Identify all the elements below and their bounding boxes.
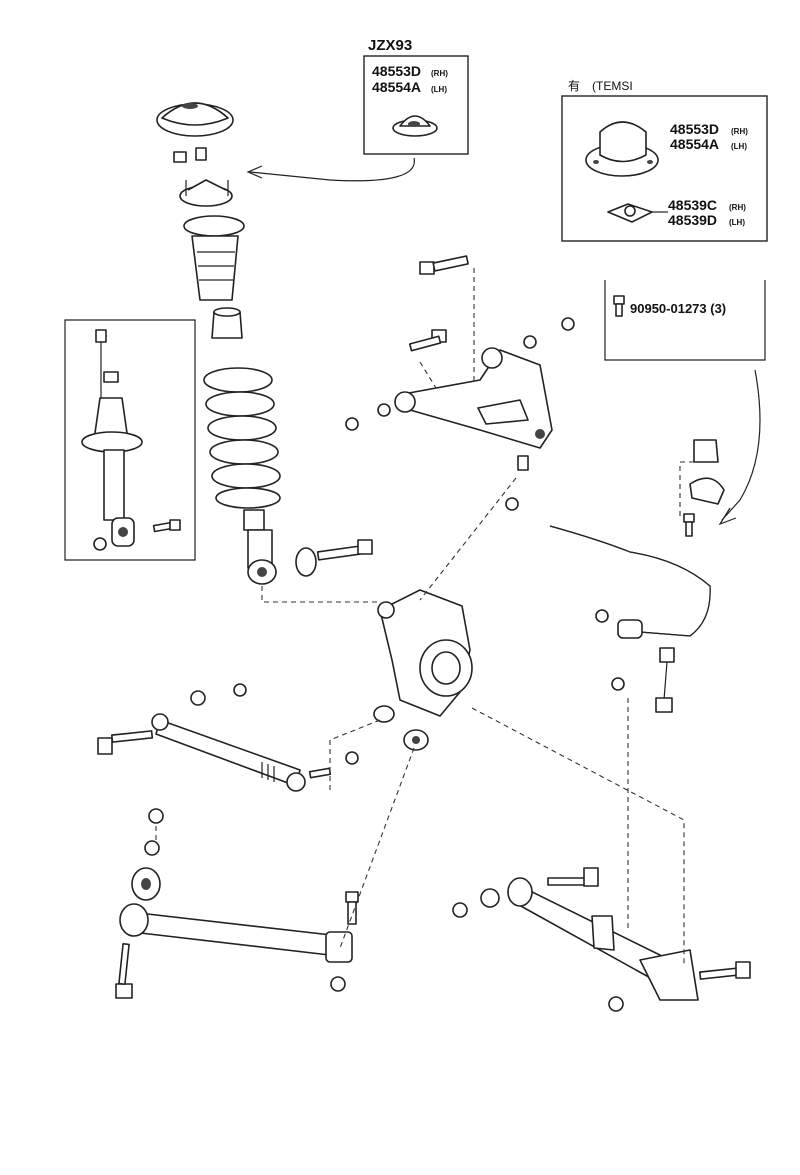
bolt-icon <box>295 539 373 577</box>
nut-icon <box>190 683 359 765</box>
shock-absorber <box>243 509 277 585</box>
bolt-icon <box>345 891 359 925</box>
bolt-icon <box>152 519 181 533</box>
bolt-icon <box>547 867 599 887</box>
bushing-icon <box>131 867 161 901</box>
callout-temsi-part2-rh-side: (RH) <box>729 203 746 212</box>
callout-temsi-part2-lh-side: (LH) <box>729 218 745 227</box>
callout-bolt-note: 90950-01273 (3) <box>604 280 766 526</box>
bolt-icon <box>408 329 447 352</box>
assembly-guide-lines <box>155 268 694 966</box>
nut-icon <box>144 808 164 856</box>
inset-frame <box>64 319 196 561</box>
bolt-icon <box>613 295 625 317</box>
arrow-head-icon <box>246 165 263 179</box>
lower-control-arm-no2 <box>452 867 751 1012</box>
callout-temsi-header: 有 (TEMSI <box>568 79 633 93</box>
upper-support-icon <box>585 121 659 177</box>
mount-plate <box>179 179 233 207</box>
stabilizer-link <box>655 647 675 713</box>
stabilizer-bushing <box>689 439 725 505</box>
callout-temsi-part2-rh-number: 48539C <box>668 197 717 213</box>
shock-absorber-inset <box>64 319 196 561</box>
callout-jzx93-frame <box>363 55 469 155</box>
bracket-clip-icon <box>607 203 653 223</box>
nut-icon <box>173 147 207 163</box>
bolt-icon <box>698 961 751 980</box>
callout-jzx93-leader <box>249 157 415 182</box>
strut-assembly <box>156 102 281 585</box>
nut-icon <box>345 317 575 511</box>
toe-control-arm <box>97 683 359 792</box>
nut-icon <box>595 609 625 691</box>
callout-jzx93-rh-side: (RH) <box>431 69 448 78</box>
callout-temsi-part1-rh-number: 48553D <box>670 121 719 137</box>
dust-boot <box>183 215 245 301</box>
upper-mount <box>156 102 234 137</box>
nut-icon <box>330 976 346 992</box>
callout-temsi-part1-lh-side: (LH) <box>731 142 747 151</box>
upper-control-arm <box>345 255 575 511</box>
callout-jzx93-rh-number: 48553D <box>372 63 421 79</box>
bolt-icon <box>115 942 133 999</box>
callout-bolt-note-leader <box>721 369 761 521</box>
bolt-icon <box>419 255 469 275</box>
callout-temsi-part2-lh-number: 48539D <box>668 212 717 228</box>
nut-icon <box>452 888 624 1012</box>
callout-jzx93-model: JZX93 <box>368 37 412 54</box>
lower-control-arm-no1 <box>115 808 359 999</box>
callout-jzx93: JZX93 48553D (RH) 48554A (LH) <box>246 37 469 182</box>
nut-icon <box>93 537 107 551</box>
coil-spring <box>203 367 281 509</box>
callout-jzx93-lh-side: (LH) <box>431 85 447 94</box>
callout-jzx93-lh-number: 48554A <box>372 79 421 95</box>
arrow-head-icon <box>718 507 737 526</box>
callout-temsi-frame <box>561 95 768 242</box>
callout-temsi-part1-rh-side: (RH) <box>731 127 748 136</box>
bolt-icon <box>683 513 695 537</box>
callout-temsi-part1-lh-number: 48554A <box>670 136 719 152</box>
bump-stopper-icon <box>392 115 438 137</box>
rear-axle-carrier <box>373 589 473 751</box>
callout-temsi: 有 (TEMSI 48553D (RH) 48554A (LH) 48539C … <box>561 79 768 242</box>
stabilizer-bar <box>549 439 725 713</box>
bump-stopper <box>211 307 243 339</box>
bolt-icon <box>97 730 154 755</box>
callout-bolt-note-text: 90950-01273 (3) <box>630 301 726 316</box>
callout-bolt-note-frame <box>604 280 766 361</box>
